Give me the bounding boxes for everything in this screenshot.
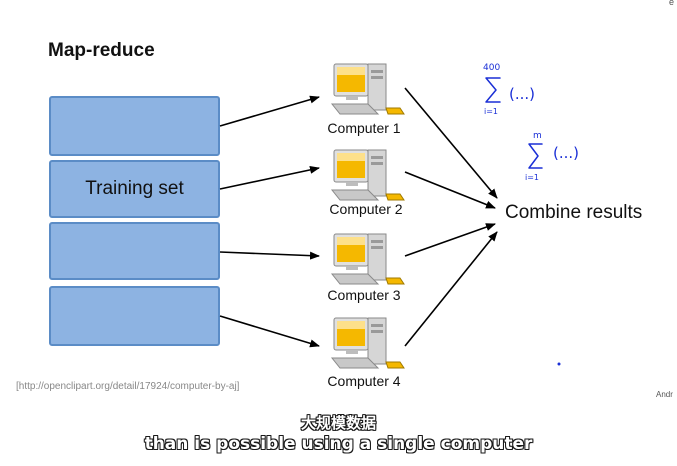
computer-icon [330, 149, 405, 201]
arrow-block3-to-computer3 [219, 251, 320, 260]
data-block-4 [49, 286, 220, 346]
computer-4-label: Computer 4 [327, 373, 401, 389]
computer-2-label: Computer 2 [329, 201, 403, 217]
author-fragment: Andr [656, 390, 673, 399]
sum1-upper: 400 [483, 63, 500, 73]
arrow-computer4-to-combine [404, 231, 498, 347]
training-set-label: Training set [85, 178, 184, 199]
data-block-1 [49, 96, 220, 156]
slide-title: Map-reduce [48, 40, 155, 61]
sum2-lower: i=1 [525, 173, 539, 182]
combine-results-label: Combine results [505, 202, 643, 223]
computer-1-label: Computer 1 [327, 120, 401, 136]
citation-text: [http://openclipart.org/detail/17924/com… [16, 381, 240, 392]
sum1-body: (...) [509, 85, 535, 103]
subtitle-english: than is possible using a single computer [144, 434, 533, 454]
computer-icon [330, 317, 405, 369]
arrow-computer2-to-combine [404, 171, 496, 209]
computer-icon [330, 233, 405, 285]
sum2-upper: m [533, 131, 542, 141]
arrow-block4-to-computer4 [219, 315, 320, 348]
arrow-computer1-to-combine [404, 87, 498, 199]
sum-symbol-2 [528, 143, 543, 169]
computer-icon [330, 63, 405, 115]
data-block-2: Training set [49, 160, 220, 218]
arrow-computer3-to-combine [404, 223, 496, 257]
arrow-block1-to-computer1 [219, 95, 320, 127]
sum2-body: (...) [553, 144, 579, 162]
sum1-lower: i=1 [484, 107, 498, 116]
ink-dot [557, 362, 561, 366]
sum-symbol-1 [485, 77, 501, 103]
corner-fragment: e [669, 0, 675, 7]
data-block-3 [49, 222, 220, 280]
computer-3-label: Computer 3 [327, 287, 401, 303]
arrow-block2-to-computer2 [219, 165, 320, 190]
subtitle-chinese: 大规模数据 [300, 414, 376, 432]
